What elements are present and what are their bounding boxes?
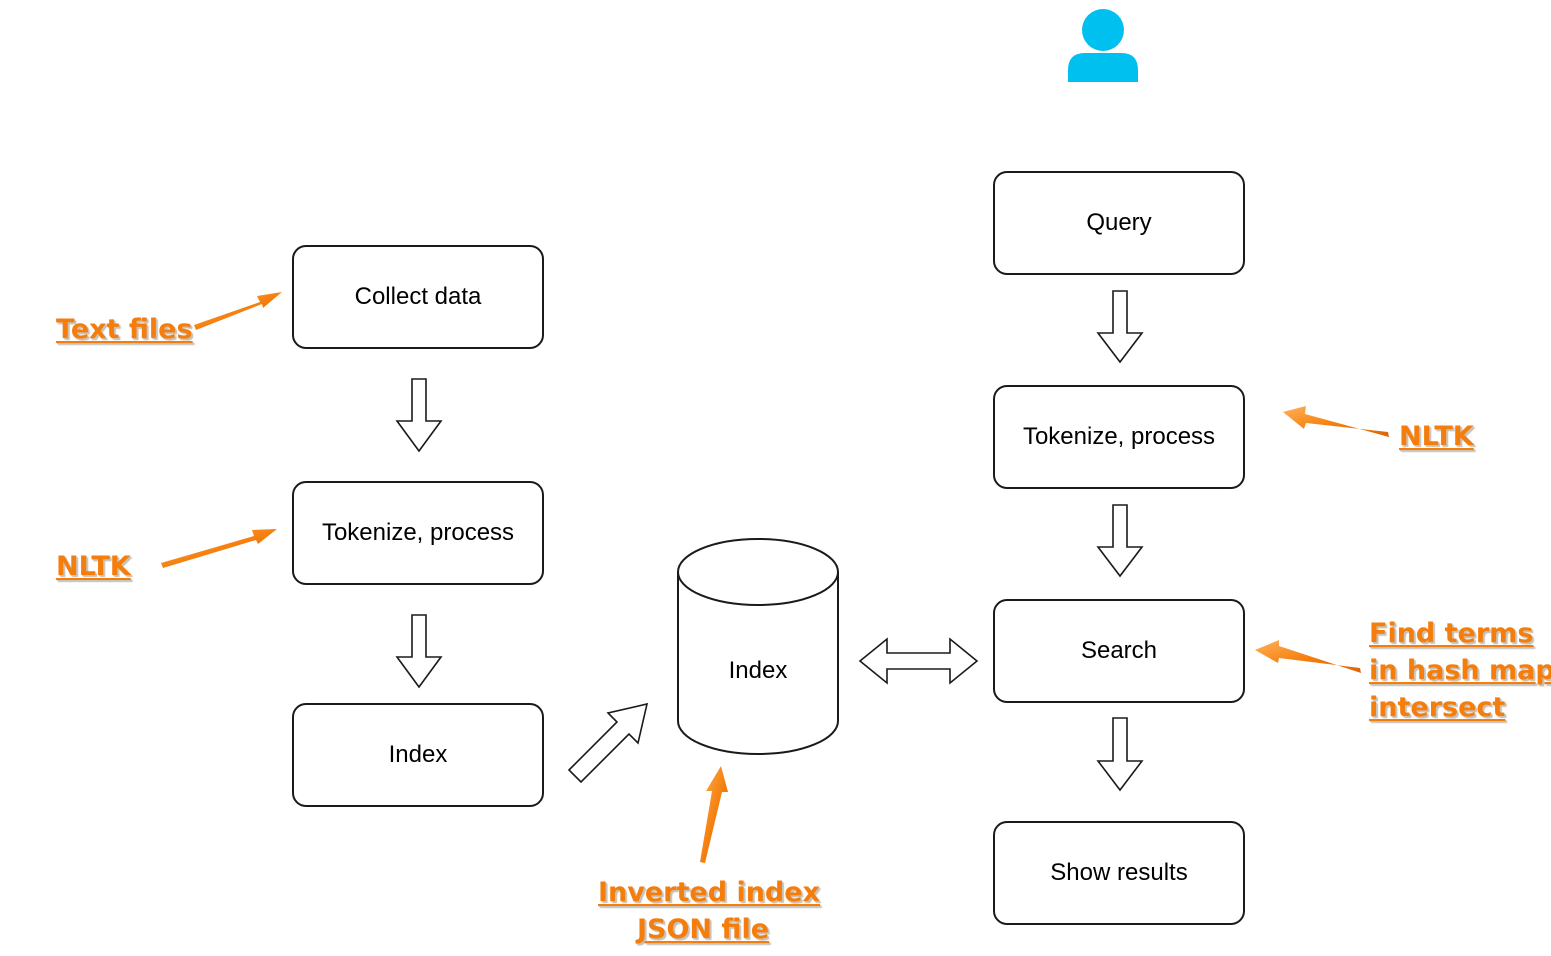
index-label: Index xyxy=(388,741,448,768)
index-storage-cylinder xyxy=(677,538,839,755)
query-label: Query xyxy=(1086,209,1152,236)
search-label: Search xyxy=(1080,637,1158,664)
index-box: Index xyxy=(292,703,544,807)
annotation-arrow-text-files xyxy=(194,292,282,330)
tokenize-process-box-query: Tokenize, process xyxy=(993,385,1245,489)
index-storage-label: Index xyxy=(728,657,788,684)
down-arrow-search-results xyxy=(1096,717,1144,792)
annotation-arrow-nltk-left xyxy=(161,529,277,568)
annotation-find-terms-line-2: in hash map, xyxy=(1369,655,1551,686)
down-arrow-tokenize-search xyxy=(1096,504,1144,578)
query-box: Query xyxy=(993,171,1245,275)
annotation-arrow-inverted-index xyxy=(700,766,728,863)
annotation-inverted-index-line-1: Inverted index xyxy=(598,877,820,908)
tokenize-process-box-indexing: Tokenize, process xyxy=(292,481,544,585)
annotation-nltk-left: NLTK xyxy=(56,551,131,582)
collect-data-label: Collect data xyxy=(354,283,482,310)
tokenize-process-label: Tokenize, process xyxy=(1022,423,1216,450)
tokenize-process-label: Tokenize, process xyxy=(321,519,515,546)
annotation-text-files: Text files xyxy=(56,314,193,345)
annotation-arrow-nltk-right xyxy=(1283,406,1389,437)
double-arrow-storage-search xyxy=(858,637,979,685)
annotation-inverted-index: Inverted index JSON file xyxy=(598,874,820,948)
annotation-find-terms-line-1: Find terms xyxy=(1369,618,1534,649)
annotation-nltk-right: NLTK xyxy=(1399,421,1474,452)
annotation-inverted-index-line-2: JSON file xyxy=(636,914,770,945)
show-results-box: Show results xyxy=(993,821,1245,925)
diagonal-arrow-index-to-storage xyxy=(567,702,649,784)
down-arrow-query-tokenize xyxy=(1096,290,1144,364)
show-results-label: Show results xyxy=(1050,859,1188,886)
annotation-arrow-find-terms xyxy=(1255,640,1361,673)
collect-data-box: Collect data xyxy=(292,245,544,349)
search-box: Search xyxy=(993,599,1245,703)
annotation-find-terms-line-3: intersect xyxy=(1369,692,1506,723)
user-icon xyxy=(1068,9,1138,82)
down-arrow-collect-tokenize xyxy=(395,378,443,453)
annotation-find-terms: Find terms in hash map, intersect xyxy=(1369,615,1551,726)
down-arrow-tokenize-index xyxy=(395,614,443,689)
